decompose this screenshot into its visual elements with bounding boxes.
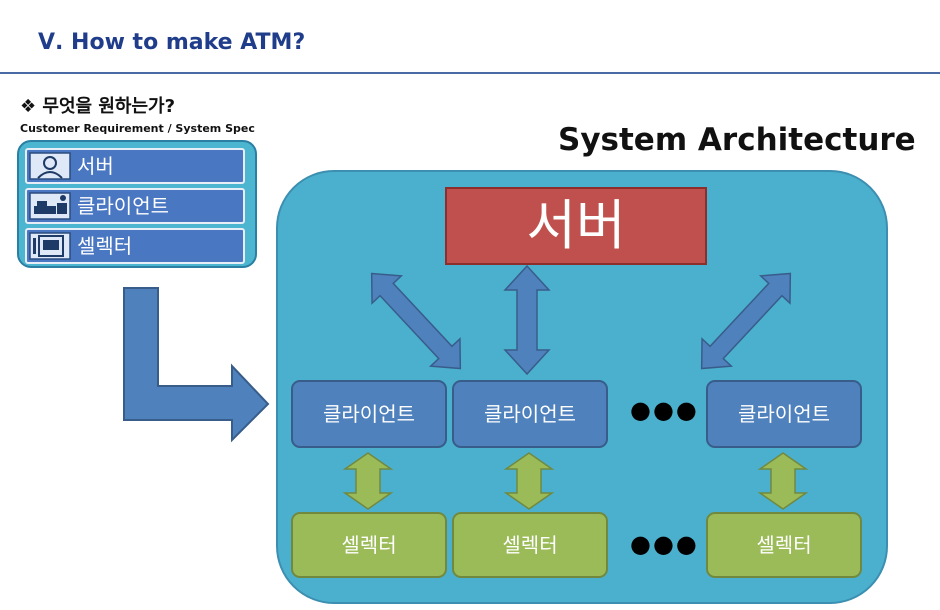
selector-node: 셀렉터 bbox=[706, 512, 862, 578]
selector-ellipsis: ●●● bbox=[630, 530, 699, 558]
server-node: 서버 bbox=[445, 187, 707, 265]
spec-panel: 서버 클라이언트 셀렉터 bbox=[17, 140, 257, 268]
server-user-icon bbox=[29, 152, 71, 180]
server-client-link-right bbox=[700, 272, 792, 370]
client-node: 클라이언트 bbox=[452, 380, 608, 448]
spec-item-label: 서버 bbox=[77, 154, 114, 178]
spec-item-server: 서버 bbox=[25, 148, 245, 184]
spec-item-selector: 셀렉터 bbox=[25, 228, 245, 264]
selector-node: 셀렉터 bbox=[452, 512, 608, 578]
server-client-link-left bbox=[370, 272, 462, 370]
slide-title: Ⅴ. How to make ATM? bbox=[38, 30, 306, 55]
section-heading: ❖ 무엇을 원하는가? bbox=[20, 96, 176, 117]
spec-item-label: 셀렉터 bbox=[77, 234, 133, 258]
client-selector-link-2 bbox=[503, 452, 555, 510]
client-selector-link-3 bbox=[757, 452, 809, 510]
client-selector-link-1 bbox=[342, 452, 394, 510]
client-node: 클라이언트 bbox=[706, 380, 862, 448]
selector-device-icon bbox=[29, 232, 71, 260]
spec-item-label: 클라이언트 bbox=[77, 194, 169, 218]
client-node: 클라이언트 bbox=[291, 380, 447, 448]
architecture-title: System Architecture bbox=[558, 122, 916, 158]
client-ellipsis: ●●● bbox=[630, 396, 699, 424]
title-divider bbox=[0, 72, 940, 74]
selector-node: 셀렉터 bbox=[291, 512, 447, 578]
server-client-link-center bbox=[503, 264, 551, 376]
client-terminal-icon bbox=[29, 192, 71, 220]
requirement-caption: Customer Requirement / System Spec bbox=[20, 122, 255, 135]
flow-arrow bbox=[123, 287, 270, 443]
spec-item-client: 클라이언트 bbox=[25, 188, 245, 224]
